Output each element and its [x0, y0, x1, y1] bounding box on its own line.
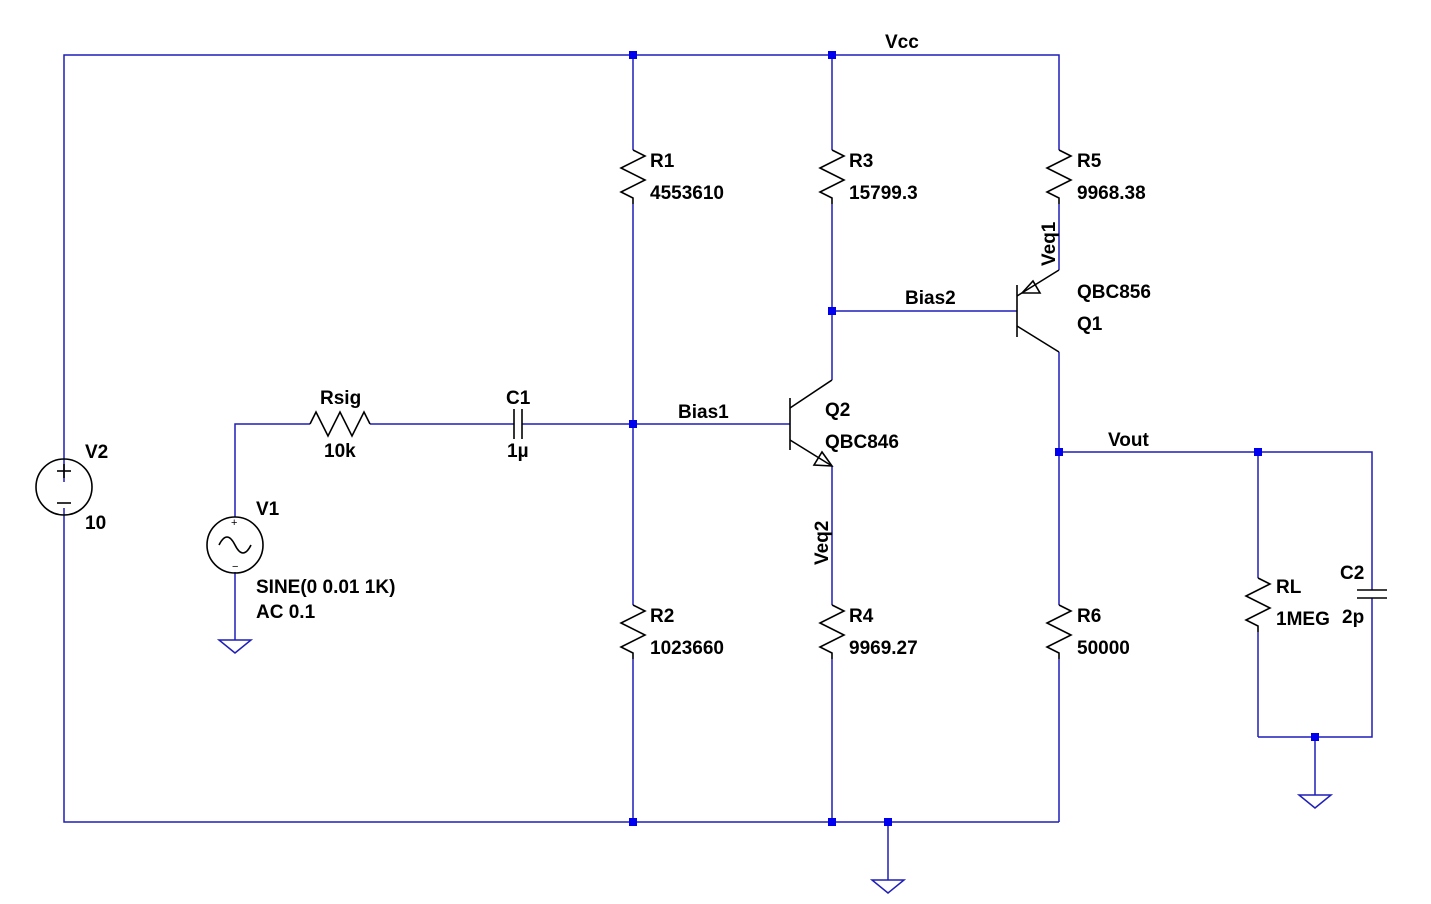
v2-name-label: V2 [85, 442, 108, 463]
sine-wave-icon [218, 536, 252, 554]
rsig-name-label: Rsig [320, 388, 361, 409]
c1-name-label: C1 [506, 388, 531, 409]
wire-vcc-rail [63, 54, 1060, 482]
plus-icon: + [231, 517, 237, 529]
r6-name-label: R6 [1077, 606, 1101, 627]
q2-model-label: QBC846 [825, 432, 899, 453]
rsig-value-label: 10k [324, 441, 356, 462]
q1-emitter-arrow-icon [1020, 279, 1042, 294]
junction-dot [629, 51, 637, 59]
v1-value-label: SINE(0 0.01 1K) [256, 577, 395, 598]
r6-value-label: 50000 [1077, 638, 1130, 659]
resistor-rl[interactable] [1244, 577, 1272, 632]
sine-voltage-source-v1[interactable]: + − [206, 516, 264, 574]
r1-name-label: R1 [650, 151, 675, 172]
v2-value-label: 10 [85, 513, 106, 534]
junction-dot [629, 818, 637, 826]
q2-emitter-arrow-icon [812, 450, 834, 467]
net-label-vout: Vout [1108, 430, 1149, 451]
junction-dot [1311, 733, 1319, 741]
r1-value-label: 4553610 [650, 183, 724, 204]
rl-name-label: RL [1276, 577, 1302, 598]
junctions [629, 51, 1319, 826]
resistor-r3[interactable] [818, 149, 846, 204]
dc-voltage-source-v2[interactable] [35, 458, 93, 516]
rl-value-label: 1MEG [1276, 609, 1330, 630]
r4-name-label: R4 [849, 606, 874, 627]
c2-name-label: C2 [1340, 563, 1364, 584]
wire-c2-bottom [1258, 598, 1373, 738]
r3-value-label: 15799.3 [849, 183, 918, 204]
v1-ac-label: AC 0.1 [256, 602, 316, 623]
resistor-r1[interactable] [619, 149, 647, 204]
r5-value-label: 9968.38 [1077, 183, 1146, 204]
q1-model-label: QBC856 [1077, 282, 1151, 303]
ground-symbol-load [1296, 794, 1334, 809]
junction-dot [828, 51, 836, 59]
resistor-r5[interactable] [1045, 149, 1073, 204]
junction-dot [1254, 448, 1262, 456]
net-label-veq1: Veq1 [1039, 221, 1060, 266]
q1-name-label: Q1 [1077, 314, 1103, 335]
net-label-vcc: Vcc [885, 32, 919, 53]
r4-value-label: 9969.27 [849, 638, 918, 659]
r3-name-label: R3 [849, 151, 873, 172]
q1-collector-lead [1016, 325, 1060, 353]
junction-dot [629, 420, 637, 428]
npn-transistor-q2[interactable] [789, 379, 834, 467]
ground-symbol-v1 [216, 639, 254, 654]
c1-value-label: 1µ [507, 441, 529, 462]
c2-value-label: 2p [1342, 607, 1364, 628]
minus-icon: − [232, 561, 238, 573]
resistor-r2[interactable] [619, 604, 647, 659]
junction-dot [1055, 448, 1063, 456]
capacitor-c2[interactable] [1357, 589, 1387, 599]
resistor-r4[interactable] [818, 604, 846, 659]
pnp-transistor-q1[interactable] [1016, 269, 1060, 353]
net-label-bias1: Bias1 [678, 402, 729, 423]
v1-name-label: V1 [256, 499, 280, 520]
junction-dot [884, 818, 892, 826]
ground-symbol-main [869, 879, 907, 894]
r2-value-label: 1023660 [650, 638, 724, 659]
q2-collector-lead [789, 379, 833, 409]
wire-vout-load [1059, 451, 1373, 590]
capacitor-c1[interactable] [513, 409, 523, 439]
wires [63, 54, 1373, 880]
junction-dot [828, 818, 836, 826]
net-label-bias2: Bias2 [905, 288, 956, 309]
wire-v1-rsig [234, 423, 310, 517]
r5-name-label: R5 [1077, 151, 1102, 172]
resistor-rsig[interactable] [309, 410, 371, 438]
resistor-r6[interactable] [1045, 604, 1073, 659]
q2-name-label: Q2 [825, 400, 850, 421]
wire-ground-rail [63, 508, 1059, 823]
net-label-veq2: Veq2 [812, 521, 833, 565]
junction-dot [828, 307, 836, 315]
r2-name-label: R2 [650, 606, 674, 627]
q2-emitter-lead [789, 439, 833, 467]
